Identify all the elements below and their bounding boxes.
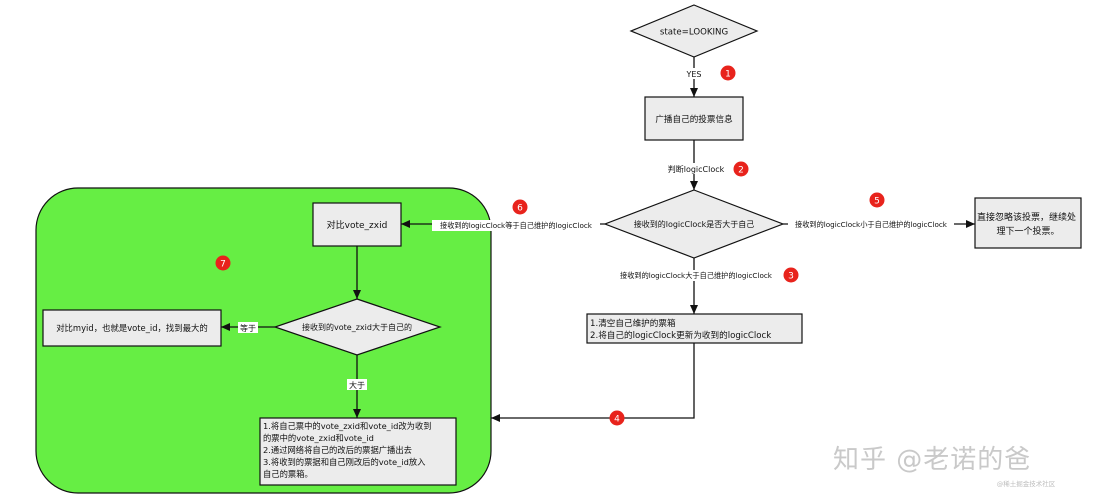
- less-label: 接收到的logicClock小于自己维护的logicClock: [795, 220, 948, 229]
- update-line-3: 2.通过网络将自己的改后的票据广播出去: [263, 445, 412, 455]
- watermark-small: @稀土掘金技术社区: [997, 479, 1056, 488]
- update-box: [259, 417, 457, 486]
- badge-3-text: 3: [788, 272, 794, 282]
- compare-clock-diamond: [603, 189, 785, 259]
- less-label-bg: [788, 219, 954, 230]
- badge-4-text: 4: [614, 415, 620, 425]
- clear-box: [586, 313, 803, 344]
- clear-line-1: 1.清空自己维护的票箱: [590, 317, 676, 329]
- ignore-line-2: 理下一个投票。: [996, 225, 1059, 237]
- clear-text: 1.清空自己维护的票箱 2.将自己的logicClock更新为收到的logicC…: [590, 317, 771, 341]
- update-text: 1.将自己票中的vote_zxid和vote_id改为收到 的票中的vote_z…: [263, 421, 434, 479]
- compare-myid-label: 对比myid，也就是vote_id，找到最大的: [56, 323, 208, 333]
- badge-2-text: 2: [738, 166, 744, 176]
- broadcast-box: [644, 96, 744, 141]
- compare-clock-label: 接收到的logicClock是否大于自己: [634, 219, 755, 229]
- yes-label-bg: [682, 68, 706, 79]
- compare-zxid-box: [312, 202, 402, 247]
- update-line-1: 1.将自己票中的vote_zxid和vote_id改为收到: [263, 421, 432, 431]
- update-line-2: 的票中的vote_zxid和vote_id: [263, 433, 374, 443]
- judge-label-bg: [668, 163, 724, 174]
- badge-1-text: 1: [725, 70, 731, 80]
- clear-line-2: 2.将自己的logicClock更新为收到的logicClock: [590, 329, 771, 341]
- zxid-greater-label: 接收到的vote_zxid大于自己的: [302, 322, 412, 332]
- green-region: [35, 187, 492, 494]
- equal-label-bg: [432, 220, 600, 231]
- badge-5-text: 5: [874, 197, 880, 207]
- badge-6-text: 6: [517, 204, 523, 214]
- equal-label: 接收到的logicClock等于自己维护的logicClock: [440, 221, 593, 230]
- yes-label: YES: [685, 70, 701, 79]
- badge-3: 3: [783, 267, 799, 283]
- badge-7-text: 7: [220, 260, 226, 270]
- badge-6: 6: [512, 199, 528, 215]
- badge-1: 1: [720, 65, 736, 81]
- zxid-equal-label: 等于: [240, 323, 256, 333]
- start-diamond: [629, 4, 759, 58]
- broadcast-label: 广播自己的投票信息: [655, 113, 733, 125]
- badge-7: 7: [215, 255, 231, 271]
- zxid-equal-label-bg: [238, 322, 258, 333]
- judge-label: 判断logicClock: [668, 164, 725, 174]
- greater-label: 接收到的logicClock大于自己维护的logicClock: [620, 271, 773, 280]
- zxid-greater-edge-label: 大于: [349, 380, 365, 390]
- watermark-main: 知乎 @老诺的爸: [833, 445, 1031, 475]
- badge-4: 4: [609, 410, 625, 426]
- update-line-5: 自己的票箱。: [263, 469, 313, 479]
- zxid-greater-edge-label-bg: [347, 379, 367, 390]
- start-label: state=LOOKING: [660, 28, 728, 38]
- badge-2: 2: [733, 161, 749, 177]
- compare-myid-box: [42, 309, 222, 347]
- ignore-box: [974, 197, 1082, 249]
- edge-clear-update: [491, 343, 695, 422]
- zxid-greater-diamond: [273, 298, 442, 356]
- compare-zxid-label: 对比vote_zxid: [327, 219, 388, 231]
- ignore-line-1: 直接忽略该投票，继续处: [977, 211, 1076, 223]
- greater-label-bg: [612, 270, 780, 281]
- ignore-text: 直接忽略该投票，继续处 理下一个投票。: [977, 211, 1079, 237]
- update-line-4: 3.将收到的票据和自己刚改后的vote_id放入: [263, 457, 425, 467]
- badge-5: 5: [869, 192, 885, 208]
